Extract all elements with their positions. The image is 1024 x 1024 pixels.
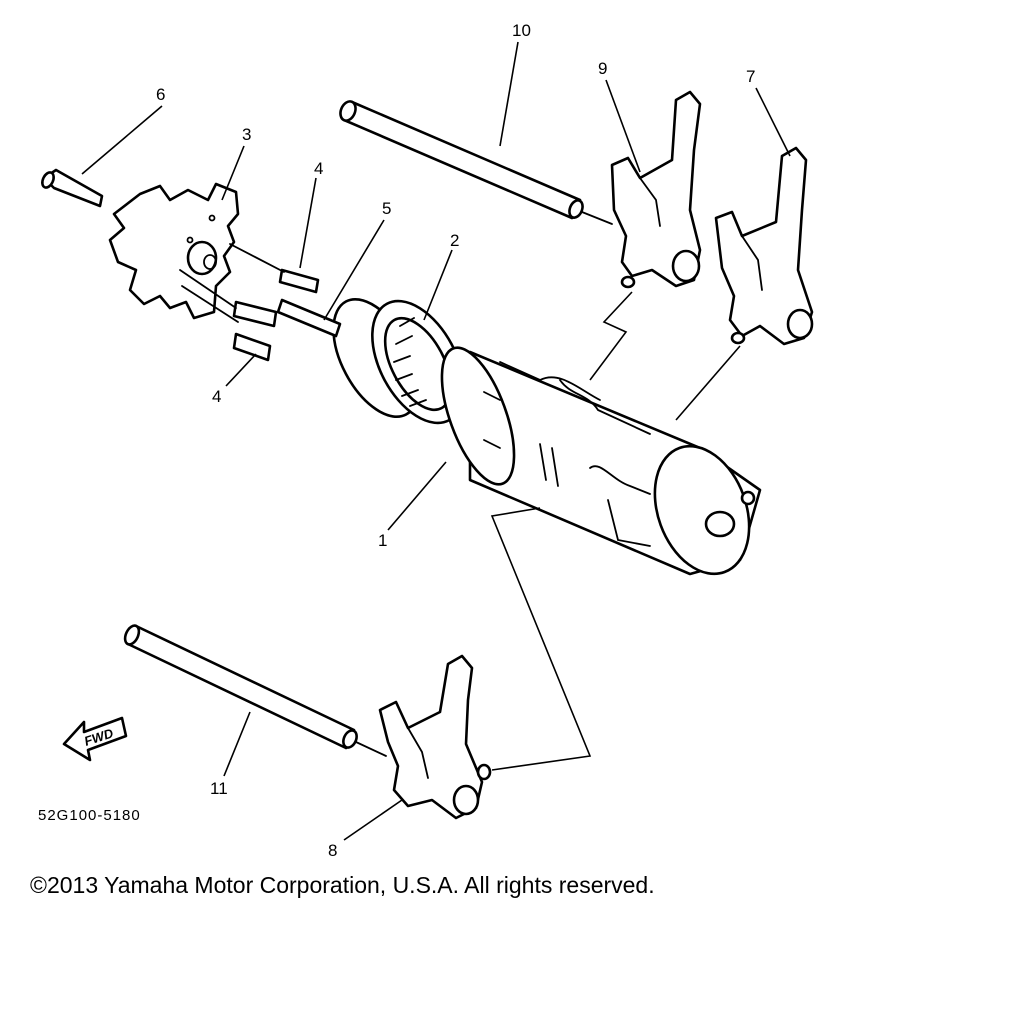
- drawing-code: 52G100-5180: [38, 807, 141, 824]
- leader-lines: [81, 41, 791, 841]
- callout-10: 10: [512, 21, 531, 40]
- segment-3: [108, 182, 240, 320]
- callout-5: 5: [382, 199, 391, 218]
- callout-1: 1: [378, 531, 387, 550]
- engagement-guide-lines: [490, 291, 741, 771]
- shift-cam-1: [440, 346, 762, 576]
- callout-8: 8: [328, 841, 337, 860]
- callout-4-upper: 4: [314, 159, 323, 178]
- callout-numbers: 10 9 7 6 3 4 5 2 4 1 11 8: [156, 21, 755, 860]
- shift-fork-7: [714, 146, 814, 346]
- callout-4-lower: 4: [212, 387, 221, 406]
- bolt-6: [41, 168, 104, 208]
- shift-fork-shaft-lower: [123, 624, 387, 757]
- callout-7: 7: [746, 67, 755, 86]
- callout-6: 6: [156, 85, 165, 104]
- shift-fork-8: [378, 654, 492, 820]
- shift-fork-9: [610, 90, 702, 289]
- bearing-2: [332, 297, 465, 425]
- shift-fork-shaft-upper: [339, 100, 613, 225]
- callout-2: 2: [450, 231, 459, 250]
- callout-11: 11: [210, 779, 228, 798]
- callout-9: 9: [598, 59, 607, 78]
- pins-4-5: [179, 243, 342, 362]
- callout-3: 3: [242, 125, 251, 144]
- forward-arrow: FWD: [62, 716, 128, 762]
- copyright-notice: ©2013 Yamaha Motor Corporation, U.S.A. A…: [30, 872, 655, 898]
